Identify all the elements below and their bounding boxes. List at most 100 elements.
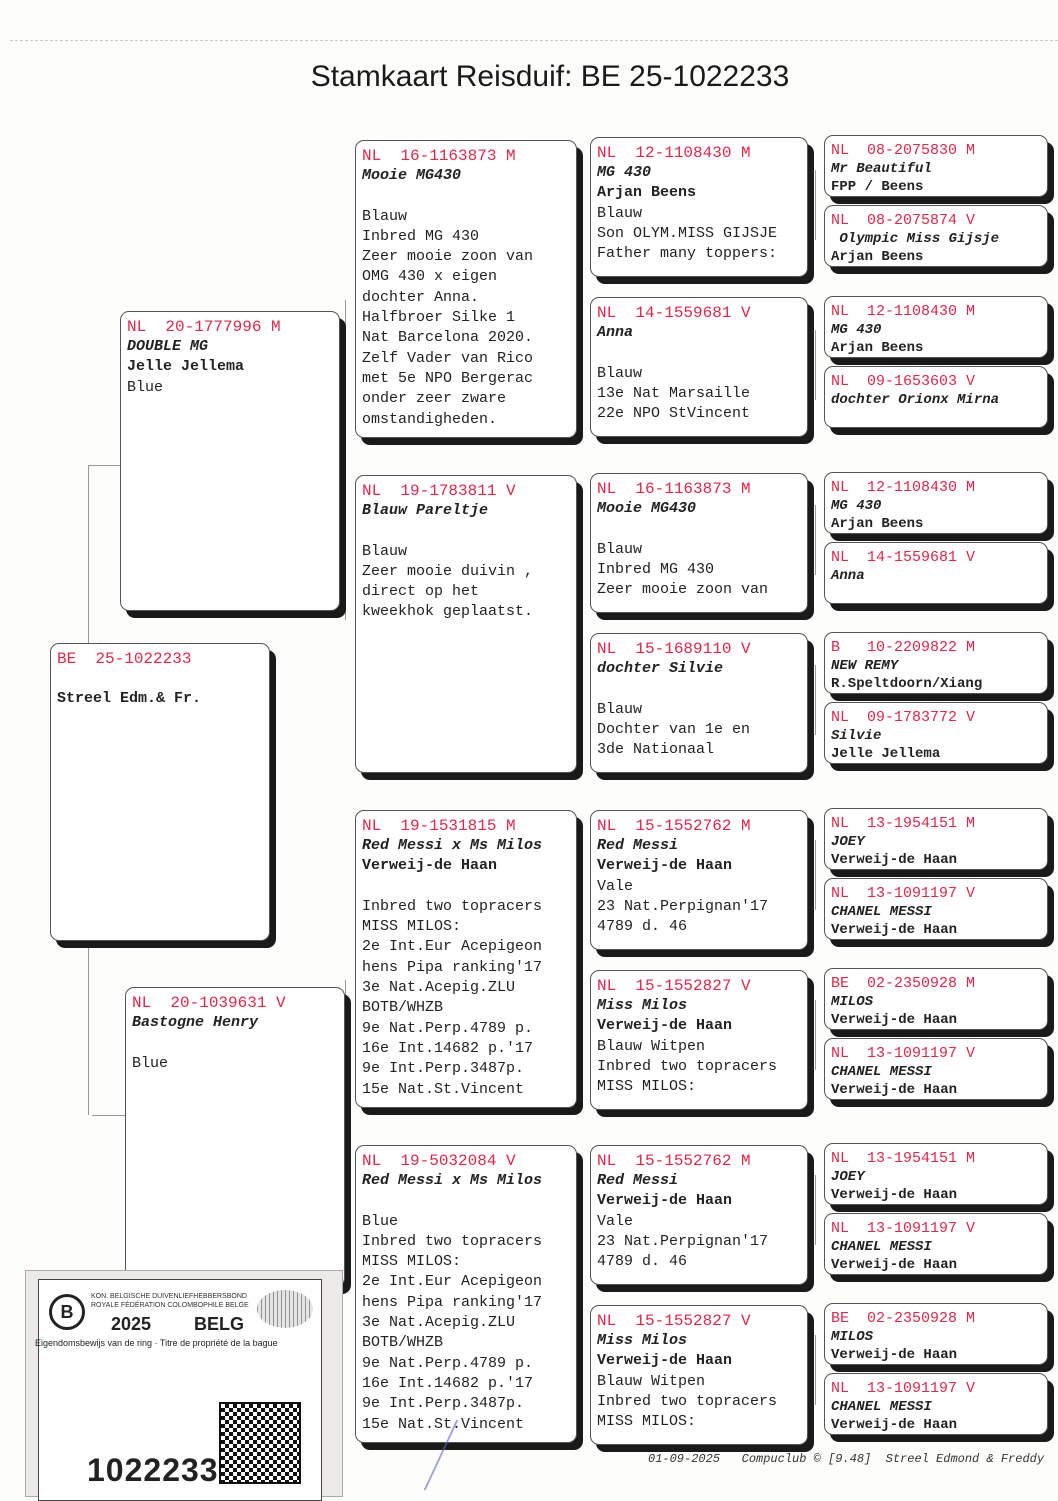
ring-number: NL 09-1783772 V — [831, 709, 976, 726]
connector-line — [580, 1220, 581, 1380]
ring-number: NL 15-1552827 V — [597, 977, 751, 995]
ring-number: NL 12-1108430 M — [597, 144, 751, 162]
pigeon-note: Blauw — [362, 207, 408, 225]
pigeon-name: MILOS — [831, 994, 874, 1010]
breeder-name: Verweij-de Haan — [831, 852, 958, 868]
pigeon-note: 23 Nat.Perpignan'17 — [597, 897, 769, 915]
ring-number: NL 12-1108430 M — [831, 303, 976, 320]
pigeon-name: MG 430 — [831, 322, 882, 338]
pigeon-note — [362, 186, 570, 206]
pigeon-note: Father many toppers: — [597, 245, 778, 263]
pigeon-note: BOTB/WHZB — [362, 999, 444, 1017]
ring-number: NL 14-1559681 V — [831, 549, 976, 566]
pigeon-name: DOUBLE MG — [127, 338, 209, 355]
pigeon-note: BOTB/WHZB — [362, 1334, 444, 1352]
pigeon-note: Blauw — [597, 700, 643, 718]
pigeon-note: Zeer mooie zoon van — [362, 248, 534, 266]
ring-country: BELG — [194, 1314, 245, 1334]
ring-number: NL 13-1091197 V — [831, 885, 976, 902]
pigeon-note: hens Pipa ranking'17 — [362, 1293, 543, 1311]
pigeon-note: 16e Int.14682 p.'17 — [362, 1374, 534, 1392]
pigeon-note: Son OLYM.MISS GIJSJE — [597, 224, 778, 242]
pigeon-note: 3de Nationaal — [597, 741, 715, 759]
pigeon-note: MISS MILOS: — [362, 918, 462, 936]
ring-number: NL 13-1091197 V — [831, 1220, 976, 1237]
page-title: Stamkaart Reisduif: BE 25-1022233 — [310, 60, 790, 93]
pigeon-note: OMG 430 x eigen — [362, 268, 498, 286]
ring-number: BE 25-1022233 — [57, 650, 192, 668]
ring-number: NL 13-1954151 M — [831, 1150, 976, 1167]
ring-card-inner: B KON. BELGISCHE DUIVENLIEFHEBBERSBOND R… — [35, 1279, 322, 1501]
connector-line — [815, 665, 816, 735]
connector-line — [815, 840, 816, 910]
pigeon-note: MISS MILOS: — [597, 1413, 697, 1431]
breeder-name: Arjan Beens — [597, 184, 697, 202]
pigeon-note: Inbred two topracers — [597, 1057, 778, 1075]
pigeon-note — [597, 343, 801, 363]
connector-line — [88, 465, 120, 466]
breeder-name: R.Speltdoorn/Xiang — [831, 676, 983, 692]
pigeon-note: 2e Int.Eur Acepigeon — [362, 1273, 543, 1291]
pigeon-name: NEW REMY — [831, 658, 899, 674]
breeder-name: Jelle Jellema — [831, 746, 941, 762]
pigeon-note: 9e Int.Perp.3487p. — [362, 1395, 525, 1413]
fci-globe-logo-icon — [257, 1290, 313, 1328]
ring-number: B 10-2209822 M — [831, 639, 976, 656]
ownership-title: Eigendomsbewijs van de ring · Titre de p… — [35, 1338, 278, 1348]
pigeon-name: Blauw Pareltje — [362, 502, 489, 519]
pigeon-name: dochter Silvie — [597, 660, 724, 677]
pigeon-note: Vale — [597, 877, 634, 895]
pigeon-name: Miss Milos — [597, 997, 688, 1014]
connector-line — [92, 1115, 125, 1116]
pigeon-note: Inbred two topracers — [597, 1392, 778, 1410]
breeder-name: Verweij-de Haan — [831, 922, 958, 938]
pigeon-name: CHANEL MESSI — [831, 904, 932, 920]
pigeon-note: Blauw — [597, 204, 643, 222]
ring-number: NL 09-1653603 V — [831, 373, 976, 390]
pigeon-note: Zelf Vader van Rico — [362, 349, 534, 367]
pigeon-note — [132, 1033, 338, 1053]
connector-line — [345, 300, 346, 620]
pigeon-note: Blue — [132, 1054, 169, 1072]
pigeon-note: Blue — [362, 1212, 399, 1230]
pigeon-note — [362, 521, 570, 541]
pigeon-name: MG 430 — [831, 498, 882, 514]
ring-year: 2025 — [111, 1314, 152, 1334]
connector-line — [815, 170, 816, 240]
pigeon-name: MILOS — [831, 1329, 874, 1345]
connector-line — [815, 1335, 816, 1405]
pigeon-name: Miss Milos — [597, 1332, 688, 1349]
ancestor-card: B 10-2209822 M NEW REMY R.Speltdoorn/Xiang — [824, 632, 1048, 694]
pigeon-note: 9e Int.Perp.3487p. — [362, 1060, 525, 1078]
pigeon-note — [362, 1191, 570, 1211]
pigeon-note: 2e Int.Eur Acepigeon — [362, 938, 543, 956]
footer-credits: 01-09-2025 Compuclub © [9.48] Streel Edm… — [648, 1452, 1045, 1466]
pigeon-name: JOEY — [831, 834, 865, 850]
breeder-name: Arjan Beens — [831, 249, 924, 265]
connector-line — [88, 465, 89, 795]
connector-line — [88, 945, 89, 1115]
pigeon-name: MG 430 — [597, 164, 652, 181]
pigeon-name: Red Messi — [597, 1172, 679, 1189]
ring-number: BE 02-2350928 M — [831, 975, 976, 992]
pigeon-note: Inbred MG 430 — [597, 560, 715, 578]
connector-line — [815, 1175, 816, 1245]
pigeon-name: Anna — [597, 324, 634, 341]
pigeon-name: CHANEL MESSI — [831, 1064, 932, 1080]
pigeon-name: CHANEL MESSI — [831, 1399, 932, 1415]
federation-fr: ROYALE FÉDÉRATION COLOMBOPHILE BELGE — [91, 1302, 249, 1309]
pigeon-note: Zeer mooie duivin , — [362, 562, 534, 580]
connector-line — [345, 980, 346, 1280]
breeder-name: Verweij-de Haan — [831, 1347, 958, 1363]
federation-nl: KON. BELGISCHE DUIVENLIEFHEBBERSBOND — [91, 1293, 247, 1300]
pigeon-note: 4789 d. 46 — [597, 1253, 688, 1271]
